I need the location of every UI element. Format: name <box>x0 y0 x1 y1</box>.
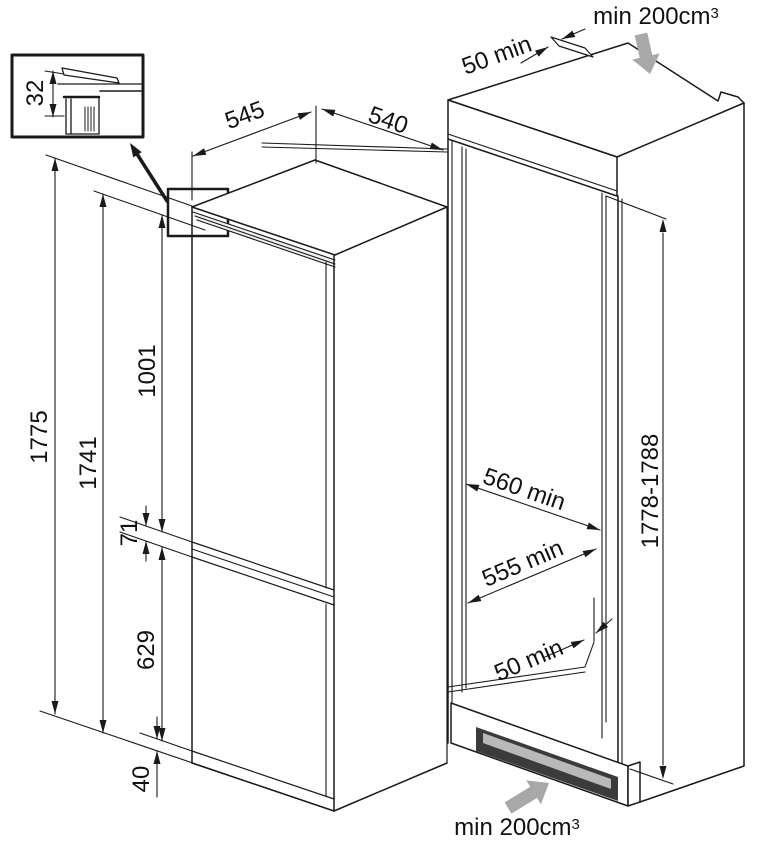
top-dimension-lines <box>191 105 448 201</box>
niche-height-label: 1778-1788 <box>637 433 664 549</box>
niche-dimension-lines <box>465 28 674 785</box>
cabinet-drawing <box>447 36 745 807</box>
dim-1775-label: 1775 <box>26 410 53 464</box>
dim-1001-label: 1001 <box>134 344 161 398</box>
dim-32-label: 32 <box>22 79 49 107</box>
dim-71-label: 71 <box>116 519 143 547</box>
bottom-airflow-label: min 200cm3 <box>454 814 580 841</box>
bottom-airflow-exponent: 3 <box>571 817 580 833</box>
top-airflow-exponent: 3 <box>710 6 719 22</box>
bottom-airflow-arrow-icon <box>504 780 549 814</box>
detail-inset-drawing <box>10 53 145 139</box>
fridge-drawing <box>191 159 448 812</box>
top-airflow-label: min 200cm3 <box>593 3 719 30</box>
dim-40-label: 40 <box>128 765 155 793</box>
dim-1741-label: 1741 <box>75 436 102 490</box>
dim-629-label: 629 <box>133 629 160 671</box>
fridge-dimension-lines <box>39 154 229 798</box>
top-airflow-arrow-icon <box>632 32 660 74</box>
airflow-arrows <box>504 32 660 814</box>
